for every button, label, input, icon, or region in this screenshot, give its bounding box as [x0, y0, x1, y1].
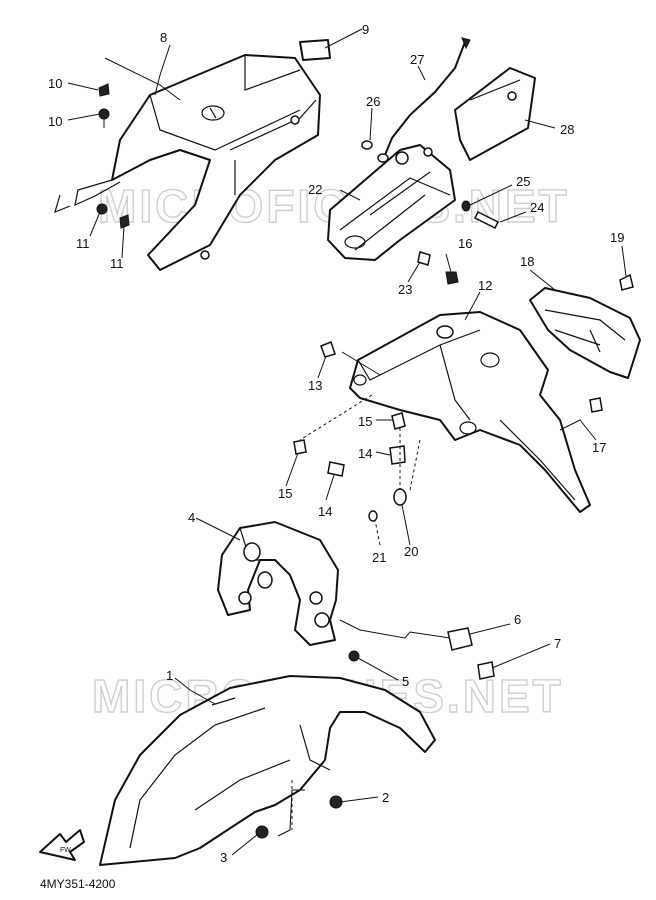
callout-14: 14 — [318, 504, 332, 519]
callout-4: 4 — [188, 510, 195, 525]
callout-30: 28 — [560, 122, 574, 137]
pad-part — [454, 67, 536, 161]
front-direction-arrow-icon: FW — [39, 829, 85, 861]
callout-24: 22 — [308, 182, 322, 197]
callout-27: 25 — [516, 174, 530, 189]
front-fender-part — [99, 675, 436, 866]
callout-3: 3 — [220, 850, 227, 865]
emblem-part — [299, 39, 331, 61]
callout-17: 15 — [358, 414, 372, 429]
bracket-part — [327, 144, 456, 261]
callout-16: 14 — [358, 446, 372, 461]
callout-11-top: 10 — [48, 76, 62, 91]
callout-5: 5 — [402, 674, 409, 689]
callout-19: 17 — [592, 440, 606, 455]
callout-13: 13 — [308, 378, 322, 393]
callout-10-bottom: 11 — [76, 236, 90, 251]
hardware-items — [96, 83, 634, 839]
callout-23: 21 — [372, 550, 386, 565]
callout-10-top: 10 — [48, 114, 62, 129]
callout-9: 9 — [362, 22, 369, 37]
callout-28: 26 — [366, 94, 380, 109]
svg-text:FW: FW — [60, 847, 71, 854]
rear-fender-part — [349, 311, 591, 513]
callout-7: 7 — [554, 636, 561, 651]
callout-12: 12 — [478, 278, 492, 293]
wire-lead-part — [377, 37, 471, 163]
leader-lines — [67, 28, 627, 856]
callout-2: 2 — [382, 790, 389, 805]
callout-11-bottom: 11 — [110, 256, 124, 271]
callout-1: 1 — [166, 668, 173, 683]
fender-stay-part — [217, 521, 339, 646]
callout-29: 27 — [410, 52, 424, 67]
callout-21: 19 — [610, 230, 624, 245]
callout-25: 23 — [398, 282, 412, 297]
callout-6: 6 — [514, 612, 521, 627]
callout-18: 16 — [458, 236, 472, 251]
callout-labels: 8 9 10 10 11 11 27 26 28 25 24 22 23 16 … — [48, 22, 624, 865]
rear-cowl-part — [54, 54, 321, 271]
diagram-code-label: 4MY351-4200 — [40, 877, 116, 891]
callout-8: 8 — [160, 30, 167, 45]
callout-15: 15 — [278, 486, 292, 501]
flap-part — [529, 287, 641, 379]
callout-22: 20 — [404, 544, 418, 559]
callout-26: 24 — [530, 200, 544, 215]
callout-20: 18 — [520, 254, 534, 269]
